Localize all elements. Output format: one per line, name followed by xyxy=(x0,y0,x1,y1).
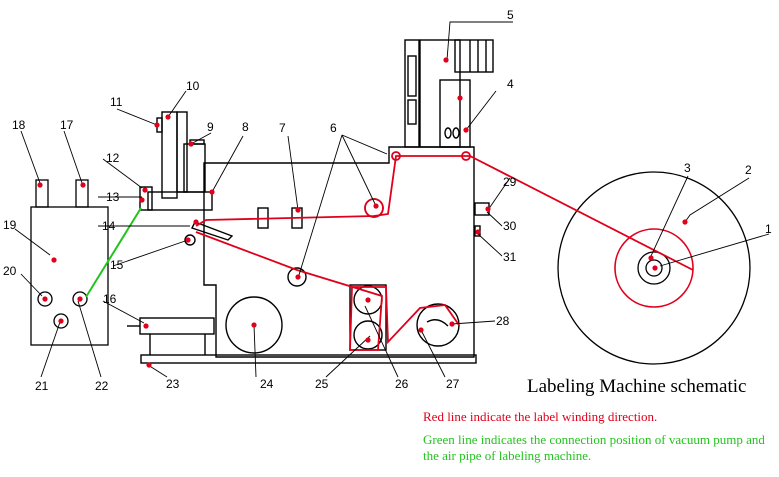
roller-15 xyxy=(184,234,196,246)
green-line-note: Green line indicates the connection posi… xyxy=(423,432,765,463)
stand xyxy=(139,317,215,335)
part-label-14: 14 xyxy=(102,219,116,233)
part-number-labels: 1 2 3 4 5 6 7 8 9 10 11 12 13 14 15 16 1… xyxy=(3,8,772,393)
part-label-8: 8 xyxy=(242,120,249,134)
leader-lines xyxy=(14,21,770,378)
air-pipe xyxy=(85,207,142,298)
motor xyxy=(454,39,494,73)
part-label-27: 27 xyxy=(446,377,460,391)
pump-port-22 xyxy=(72,291,88,307)
part-label-16: 16 xyxy=(103,292,117,306)
part-label-12: 12 xyxy=(106,151,120,165)
part-label-28: 28 xyxy=(496,314,510,328)
part-label-9: 9 xyxy=(207,120,214,134)
main-frame xyxy=(127,39,494,364)
part-label-19: 19 xyxy=(3,218,17,232)
part-label-18: 18 xyxy=(12,118,26,132)
part-label-5: 5 xyxy=(507,8,514,22)
pump-body xyxy=(30,206,109,346)
base-plate xyxy=(140,354,477,364)
part-label-23: 23 xyxy=(166,377,180,391)
part-label-10: 10 xyxy=(186,79,200,93)
part-label-7: 7 xyxy=(279,121,286,135)
part-label-13: 13 xyxy=(106,190,120,204)
part-label-20: 20 xyxy=(3,264,17,278)
vacuum-pump-unit xyxy=(30,179,109,346)
part-label-25: 25 xyxy=(315,377,329,391)
label-winding-path xyxy=(195,151,694,351)
part-label-21: 21 xyxy=(35,379,49,393)
pump-port-21 xyxy=(53,313,69,329)
part-label-15: 15 xyxy=(110,258,124,272)
part-label-26: 26 xyxy=(395,377,409,391)
part-label-2: 2 xyxy=(745,163,752,177)
part-label-17: 17 xyxy=(60,118,74,132)
pump-post-right xyxy=(75,179,89,208)
part-label-31: 31 xyxy=(503,250,517,264)
part-label-22: 22 xyxy=(95,379,109,393)
part-label-29: 29 xyxy=(503,175,517,189)
red-line-note: Red line indicate the label winding dire… xyxy=(423,409,658,424)
part-markers xyxy=(37,57,688,368)
label-supply-roll xyxy=(557,171,751,365)
part-label-24: 24 xyxy=(260,377,274,391)
part-label-6: 6 xyxy=(330,121,337,135)
part-label-3: 3 xyxy=(684,161,691,175)
part-label-11: 11 xyxy=(110,95,123,109)
part-label-1: 1 xyxy=(765,222,772,236)
part-label-30: 30 xyxy=(503,219,517,233)
guide-roller-6b xyxy=(287,267,307,287)
part-label-4: 4 xyxy=(507,77,514,91)
diagram-title: Labeling Machine schematic xyxy=(527,376,747,397)
roller-24 xyxy=(225,296,283,354)
pump-post-left xyxy=(35,179,49,208)
pump-port-20 xyxy=(37,291,53,307)
